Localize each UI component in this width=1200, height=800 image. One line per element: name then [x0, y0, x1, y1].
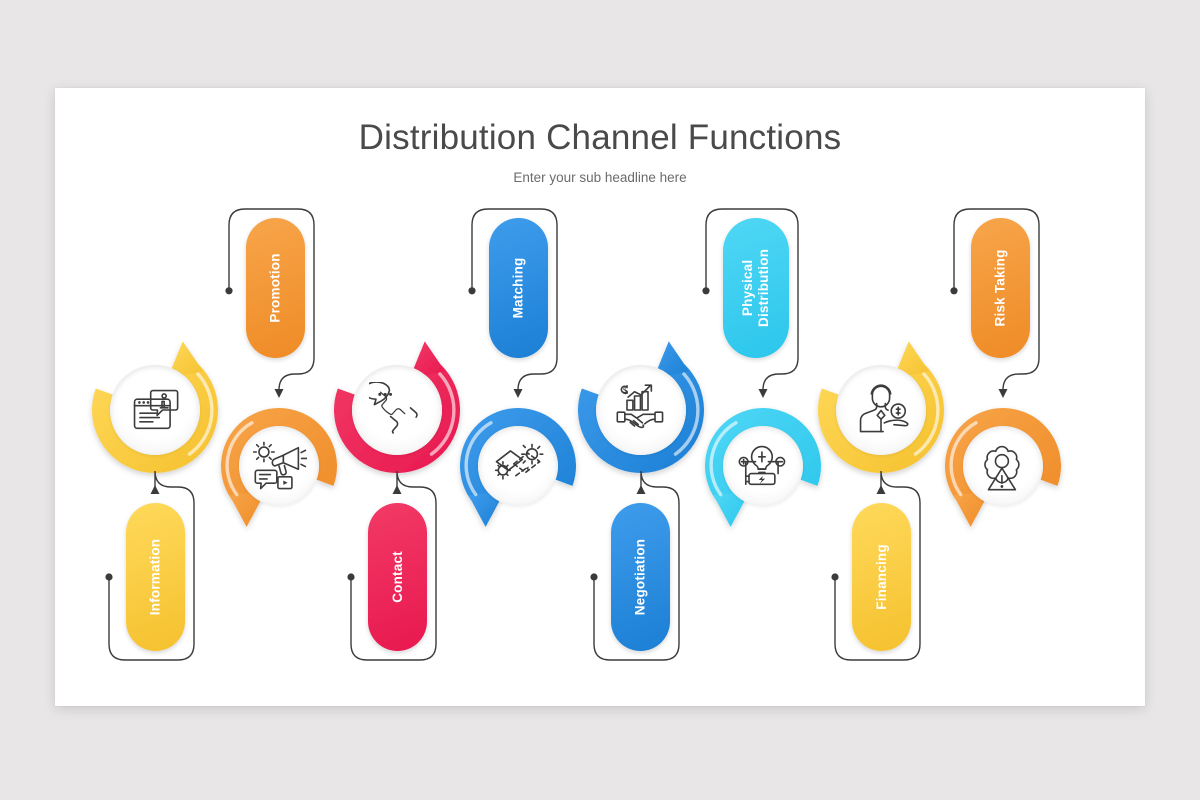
step-label-pill-negotiation[interactable]: Negotiation	[611, 503, 670, 651]
step-label-pill-promotion[interactable]: Promotion	[246, 218, 305, 358]
step-label-text-promotion: Promotion	[267, 253, 283, 323]
step-icon-gear-person-warning-icon	[963, 426, 1043, 506]
step-label-text-negotiation: Negotiation	[632, 538, 648, 616]
step-circle-contact[interactable]	[352, 365, 442, 455]
step-circle-risk-taking[interactable]	[963, 426, 1043, 506]
step-circle-negotiation[interactable]: $	[596, 365, 686, 455]
step-label-pill-matching[interactable]: Matching	[489, 218, 548, 358]
browser-info-icon	[133, 389, 179, 430]
step-icon-handshake-growth-icon: $	[596, 365, 686, 455]
presentation-slide: Distribution Channel Functions Enter you…	[55, 88, 1145, 706]
gears-matching-icon	[494, 443, 544, 480]
distribution-channel-diagram: Information Promotion Contact Matching $…	[55, 88, 1145, 706]
step-label-text-information: Information	[147, 538, 163, 616]
step-circle-information[interactable]	[110, 365, 200, 455]
step-icon-power-circuit-icon	[723, 426, 803, 506]
page-subtitle: Enter your sub headline here	[513, 170, 687, 185]
step-label-pill-physical-distribution[interactable]: Physical Distribution	[723, 218, 789, 358]
page-title: Distribution Channel Functions	[358, 118, 842, 157]
step-label-pill-risk-taking[interactable]: Risk Taking	[971, 218, 1030, 358]
step-icon-businessman-coin-icon	[836, 365, 926, 455]
step-circle-financing[interactable]	[836, 365, 926, 455]
step-label-text-matching: Matching	[510, 257, 526, 319]
step-label-text-financing: Financing	[873, 544, 889, 610]
step-label-text-physical-distribution: Physical Distribution	[740, 248, 772, 328]
step-label-text-risk-taking: Risk Taking	[992, 249, 1008, 327]
step-icon-megaphone-marketing-icon	[239, 426, 319, 506]
svg-text:$: $	[623, 385, 629, 397]
step-icon-telephone-chat-icon	[352, 365, 442, 455]
handshake-growth-icon: $	[616, 384, 664, 429]
step-icon-browser-info-icon	[110, 365, 200, 455]
step-circle-matching[interactable]	[478, 426, 558, 506]
power-circuit-icon	[738, 445, 786, 486]
step-label-pill-information[interactable]: Information	[126, 503, 185, 651]
step-circle-promotion[interactable]	[239, 426, 319, 506]
gear-person-warning-icon	[984, 445, 1020, 491]
step-label-text-contact: Contact	[389, 551, 405, 603]
step-label-pill-contact[interactable]: Contact	[368, 503, 427, 651]
telephone-chat-icon	[369, 382, 418, 434]
step-circle-physical-distribution[interactable]	[723, 426, 803, 506]
businessman-coin-icon	[859, 384, 909, 433]
step-label-pill-financing[interactable]: Financing	[852, 503, 911, 651]
step-icon-gears-matching-icon	[478, 426, 558, 506]
megaphone-marketing-icon	[252, 441, 307, 490]
